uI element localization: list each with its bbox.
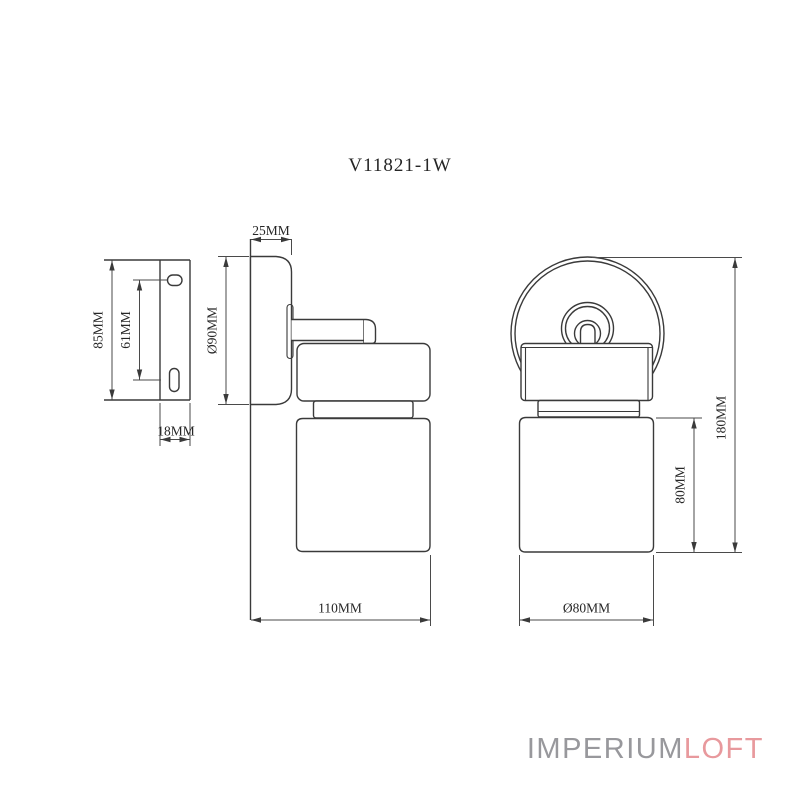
- arm-end-cap: [364, 318, 377, 345]
- arm-stem-front: [579, 323, 596, 347]
- dim-label-25mm: 25MM: [252, 223, 290, 238]
- dim-label-180mm: 180MM: [714, 396, 729, 440]
- product-code-title: V11821-1W: [348, 155, 452, 176]
- dim-label-61mm: 61MM: [118, 311, 133, 349]
- dim-label-110mm: 110MM: [318, 601, 362, 616]
- dim-label-80mm: 80MM: [673, 466, 688, 504]
- lamp-shade-front: [518, 416, 655, 553]
- lamp-side-view: 25MM Ø90MM 110MM: [205, 223, 431, 626]
- dim-label-d80mm: Ø80MM: [563, 601, 610, 616]
- dim-label-90mm: Ø90MM: [205, 307, 220, 354]
- dim-label-18mm: 18MM: [157, 424, 195, 439]
- dim-label-85mm: 85MM: [91, 311, 106, 349]
- wall-plate-side: [249, 255, 293, 406]
- lamp-shade-side: [295, 417, 431, 553]
- brand-logo-imperium: IMPERIUM: [526, 733, 684, 765]
- lamp-front-view: 180MM 80MM Ø80MM: [510, 256, 742, 626]
- bracket-side-view: 85MM 61MM 18MM: [91, 259, 195, 446]
- lamp-head-front: [520, 342, 654, 402]
- lamp-neck-front: [537, 399, 641, 418]
- mounting-slot-bottom: [168, 367, 180, 393]
- mounting-slot-top: [166, 274, 183, 287]
- lamp-neck-side: [312, 400, 414, 419]
- brand-logo: IMPERIUMLOFT: [527, 733, 764, 766]
- arm-body-fill: [291, 320, 364, 341]
- brand-logo-loft: LOFT: [683, 733, 764, 765]
- lamp-head-side: [296, 342, 431, 402]
